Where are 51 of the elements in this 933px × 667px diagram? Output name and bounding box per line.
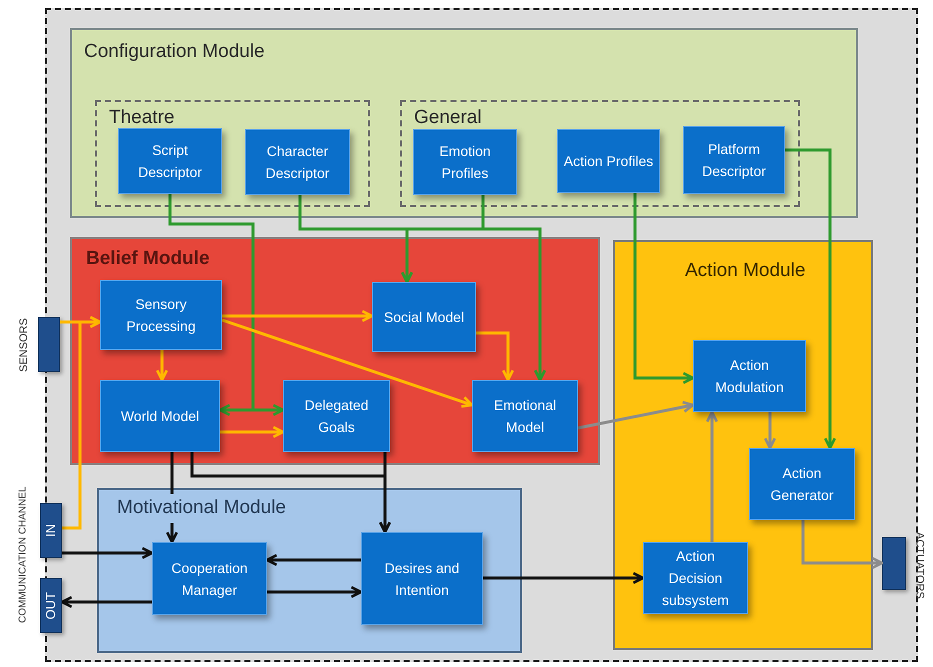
port-label: SENSORS [16, 317, 31, 374]
module-panel [97, 488, 522, 653]
arrow [706, 410, 718, 542]
arrow [62, 316, 102, 530]
arrow [60, 596, 152, 608]
process-box: Social Model [372, 282, 476, 352]
arrow [764, 412, 776, 450]
module-title: Configuration Module [84, 40, 265, 64]
arrow [476, 332, 514, 382]
arrow [634, 193, 694, 384]
dashed-group-box [95, 100, 370, 207]
arrow [802, 520, 884, 570]
arrow [266, 554, 361, 566]
arrow [156, 350, 168, 382]
module-title: Action Module [685, 259, 805, 283]
channel-label: COMMUNICATION CHANNEL [16, 486, 30, 626]
process-box: Action Generator [749, 448, 855, 520]
module-panel [613, 240, 873, 650]
arrow [62, 546, 154, 560]
arrow [267, 586, 362, 598]
arrow [220, 426, 284, 438]
arrow [785, 148, 836, 450]
module-panel [70, 28, 858, 218]
arrow [222, 318, 474, 408]
process-box: World Model [100, 380, 220, 452]
process-box: Character Descriptor [245, 129, 350, 195]
process-box: Desires and Intention [361, 532, 483, 625]
arrow [378, 452, 392, 534]
connector-bar [38, 317, 60, 372]
arrow [483, 572, 644, 584]
arrow [578, 400, 694, 430]
process-box: Emotional Model [472, 380, 578, 452]
module-title: Belief Module [86, 247, 210, 271]
port-label: ACTUATORS [912, 530, 926, 600]
dashed-group-box [400, 100, 800, 207]
process-box: Emotion Profiles [413, 129, 517, 195]
process-box: Sensory Processing [100, 280, 222, 350]
arrow [222, 310, 374, 322]
process-box: Action Modulation [693, 340, 806, 412]
channel-port: OUT [40, 578, 62, 633]
process-box: Platform Descriptor [683, 126, 785, 194]
connector-bar [882, 537, 906, 590]
module-title: Theatre [109, 106, 174, 130]
process-box: Action Decision subsystem [643, 542, 748, 614]
channel-port: IN [40, 503, 62, 558]
module-title: General [414, 106, 482, 130]
module-panel [70, 237, 600, 465]
process-box: Delegated Goals [283, 380, 390, 452]
process-box: Action Profiles [557, 129, 660, 193]
process-box: Cooperation Manager [152, 542, 267, 615]
process-box: Script Descriptor [118, 128, 222, 194]
